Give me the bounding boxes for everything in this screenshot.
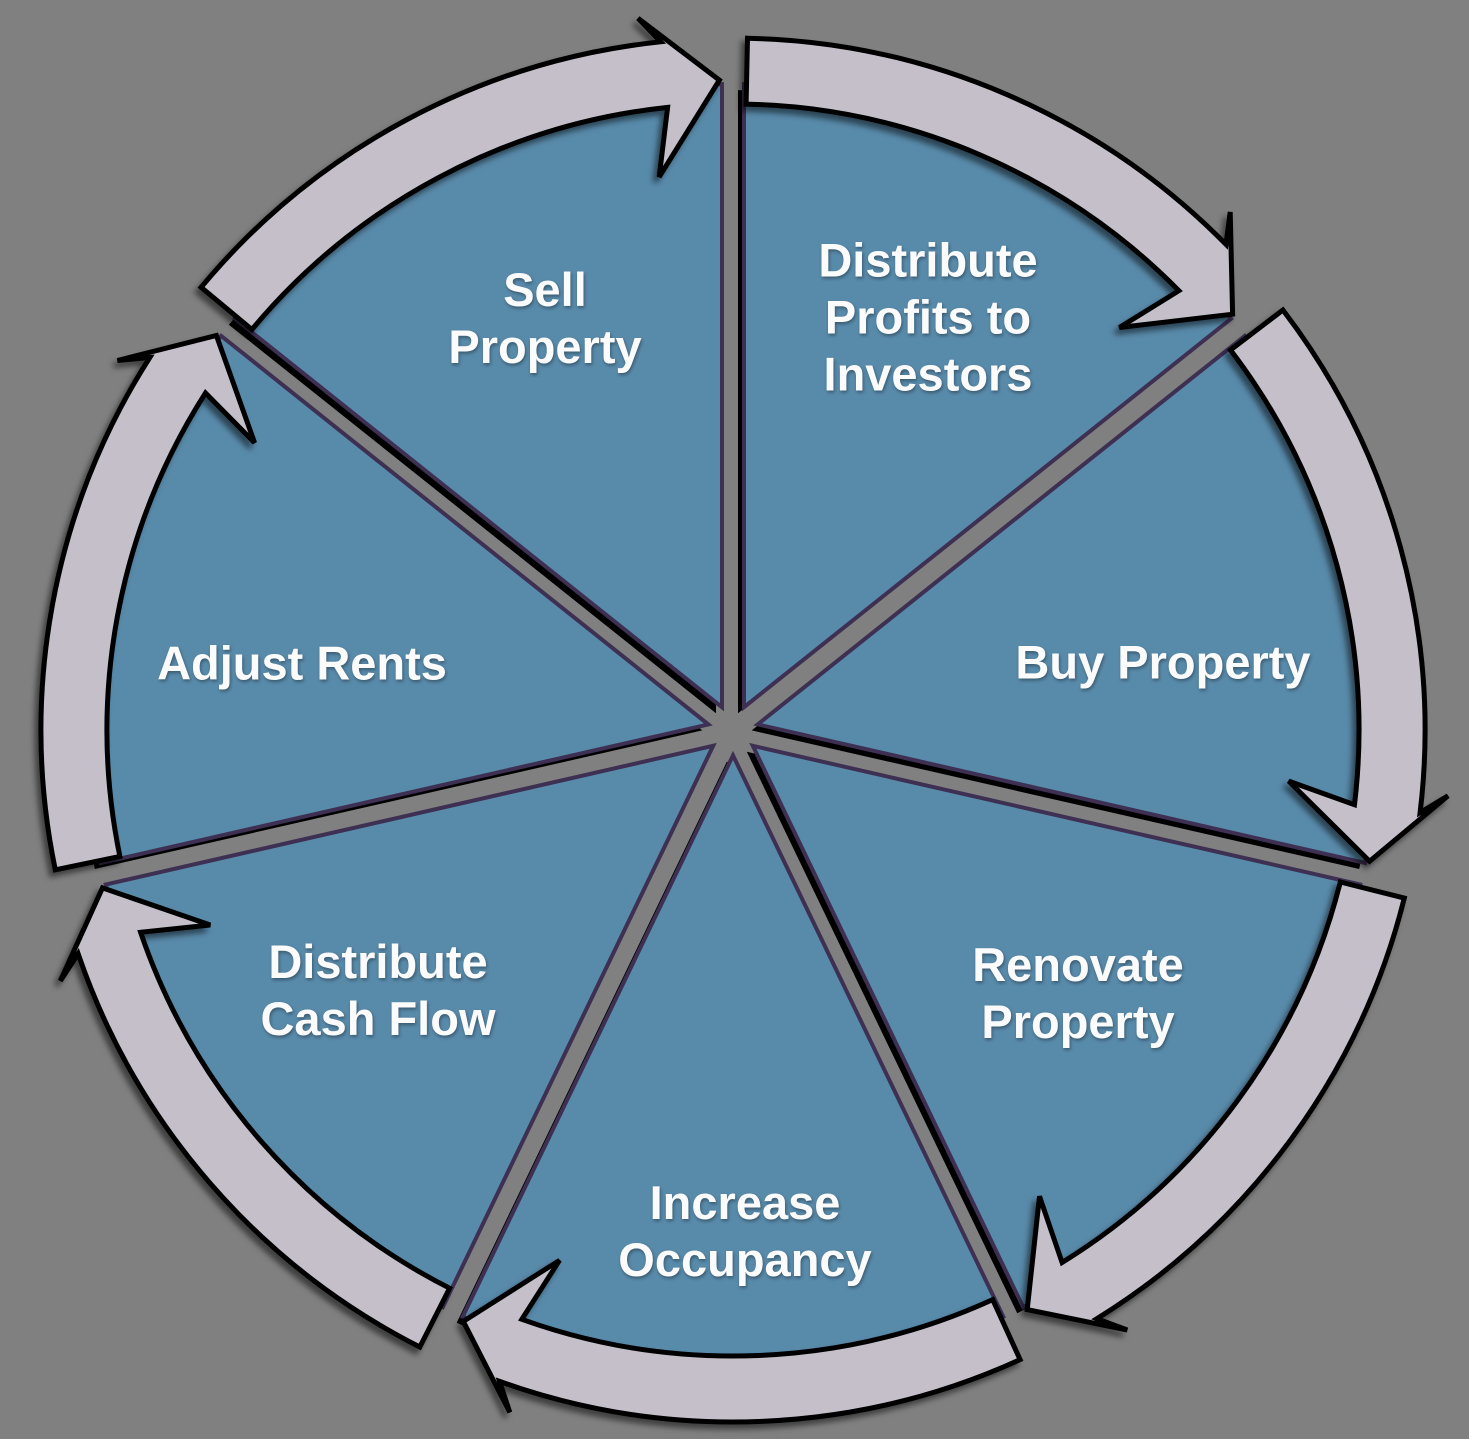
segment-label-renovate-property: Renovate Property [972, 936, 1184, 1050]
label-line: Distribute [268, 935, 488, 988]
label-line: Distribute [818, 233, 1038, 287]
label-line: Renovate [972, 938, 1184, 991]
label-line: Buy Property [1015, 635, 1311, 689]
label-line: Property [448, 320, 642, 373]
label-line: Property [981, 995, 1175, 1048]
cycle-arrow-buy-property [1226, 306, 1450, 865]
segment-label-distribute-cash-flow: Distribute Cash Flow [260, 933, 495, 1047]
cycle-arrow-renovate-property [1024, 878, 1408, 1333]
cycle-arrow-distribute-cash-flow [58, 884, 453, 1351]
segment-wedges [85, 82, 1381, 1378]
segment-label-increase-occupancy: Increase Occupancy [618, 1174, 871, 1288]
label-line: Cash Flow [260, 992, 496, 1045]
label-line: Occupancy [618, 1233, 872, 1286]
segment-label-distribute-profits-to-investors: Distribute Profits to Investors [818, 232, 1037, 403]
label-line: Profits to [824, 290, 1032, 344]
cycle-arrow-adjust-rents [38, 332, 257, 873]
segment-label-buy-property: Buy Property [1015, 634, 1310, 691]
label-line: Sell [503, 263, 587, 316]
label-line: Adjust Rents [157, 636, 447, 690]
cycle-arrow-sell-property [197, 16, 723, 334]
label-line: Increase [649, 1176, 841, 1229]
cycle-arrows [38, 16, 1450, 1425]
cycle-arrow-increase-occupancy [460, 1258, 1024, 1425]
cycle-arrow-distribute-profits-to-investors [743, 35, 1236, 330]
segment-label-sell-property: Sell Property [448, 261, 641, 375]
label-line: Investors [823, 347, 1033, 401]
segment-label-adjust-rents: Adjust Rents [157, 635, 447, 692]
